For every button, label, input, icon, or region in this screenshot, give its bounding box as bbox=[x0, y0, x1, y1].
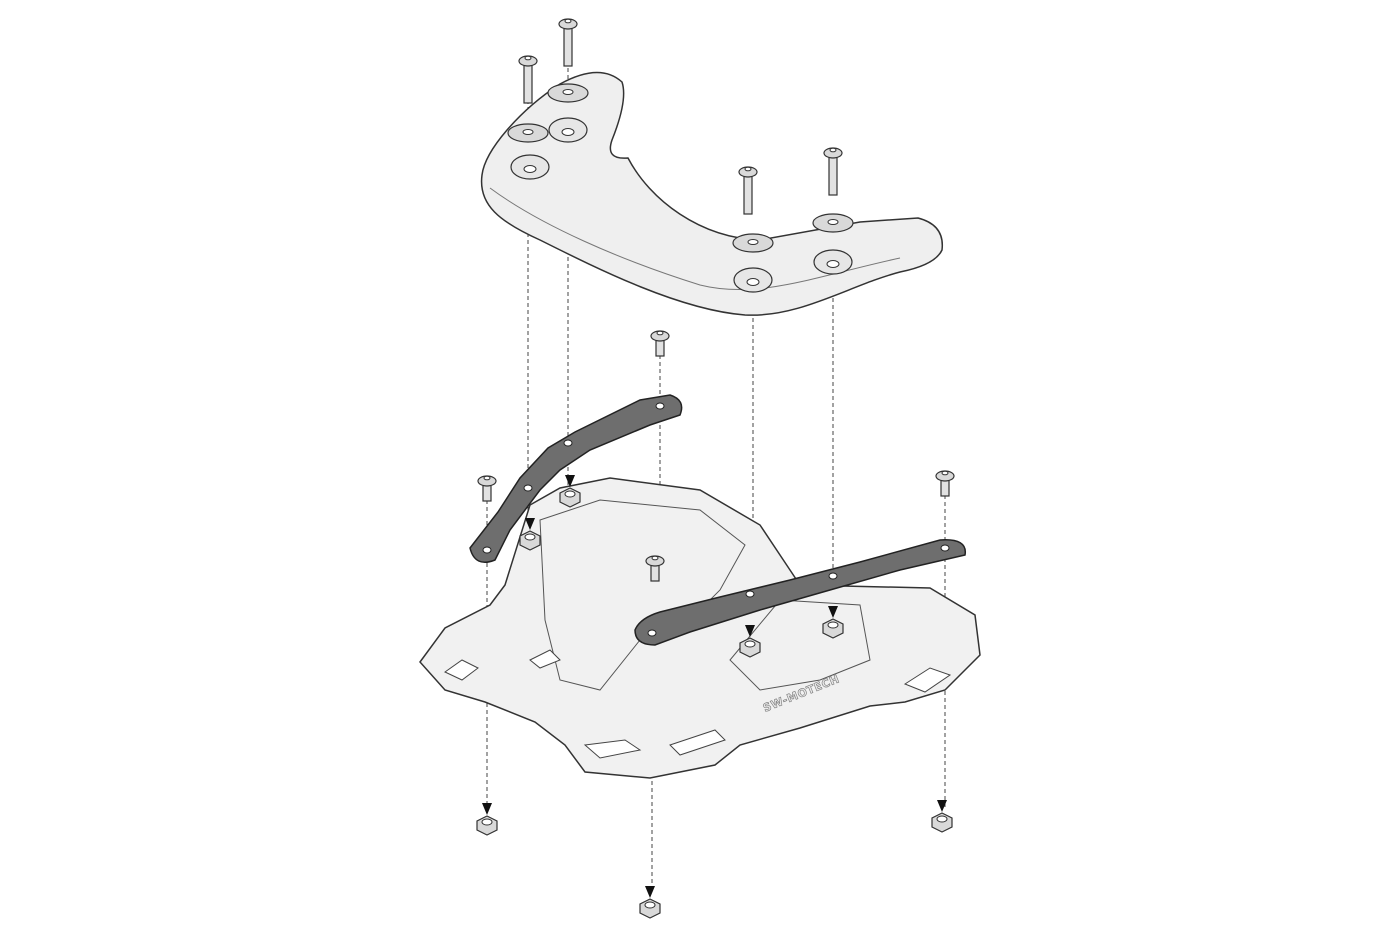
hex-socket-icon bbox=[564, 18, 572, 24]
bolt-shank bbox=[828, 152, 838, 196]
hole bbox=[523, 165, 537, 173]
base-plate-recess-right bbox=[729, 599, 871, 691]
hardware bbox=[476, 18, 955, 919]
nut bbox=[739, 625, 761, 658]
washer-hole bbox=[522, 129, 534, 135]
nut bbox=[476, 803, 498, 836]
washer bbox=[812, 213, 854, 233]
nut-hole bbox=[481, 818, 493, 826]
nut-hole bbox=[936, 815, 948, 823]
nut bbox=[931, 800, 953, 833]
bolt bbox=[650, 330, 670, 357]
hex-socket-icon bbox=[524, 55, 532, 61]
base-plate-slots bbox=[444, 649, 952, 759]
nut bbox=[519, 518, 541, 551]
washer-hole bbox=[562, 89, 574, 95]
arrow-down-icon bbox=[937, 800, 947, 812]
hole bbox=[826, 260, 840, 268]
washer bbox=[507, 123, 549, 143]
bolt-shank bbox=[523, 60, 533, 104]
bolt bbox=[518, 55, 538, 104]
bolt bbox=[477, 475, 497, 502]
adapter-bar-right bbox=[634, 539, 967, 646]
nut bbox=[822, 606, 844, 639]
rack-mount-hole bbox=[733, 267, 773, 293]
hex-socket-icon bbox=[483, 475, 491, 481]
rack-mount-hole bbox=[813, 249, 853, 275]
arrow-down-icon bbox=[565, 475, 575, 487]
washer-hole bbox=[827, 219, 839, 225]
nut-hole bbox=[524, 533, 536, 541]
nut bbox=[559, 475, 581, 508]
top-rack-inner-edge bbox=[489, 187, 901, 291]
washer bbox=[547, 83, 589, 103]
nut-hole bbox=[744, 640, 756, 648]
adapter-bar-left bbox=[469, 394, 683, 563]
top-rack bbox=[480, 71, 944, 316]
bolt bbox=[738, 166, 758, 215]
arrow-down-icon bbox=[482, 803, 492, 815]
hex-socket-icon bbox=[656, 330, 664, 336]
bolt bbox=[645, 555, 665, 582]
nut bbox=[639, 886, 661, 919]
hole bbox=[746, 278, 760, 286]
hex-socket-icon bbox=[744, 166, 752, 172]
bolt bbox=[935, 470, 955, 497]
hex-socket-icon bbox=[829, 147, 837, 153]
bolt bbox=[823, 147, 843, 196]
washer bbox=[732, 233, 774, 253]
washer-hole bbox=[747, 239, 759, 245]
bolt bbox=[558, 18, 578, 67]
arrow-down-icon bbox=[828, 606, 838, 618]
bolt-shank bbox=[563, 23, 573, 67]
nut-hole bbox=[827, 621, 839, 629]
arrow-down-icon bbox=[745, 625, 755, 637]
hole bbox=[561, 128, 575, 136]
rack-mount-hole bbox=[548, 117, 588, 143]
hex-socket-icon bbox=[941, 470, 949, 476]
hex-socket-icon bbox=[651, 555, 659, 561]
adapter-bar-holes bbox=[482, 402, 950, 637]
nut-hole bbox=[644, 901, 656, 909]
rack-mount-hole bbox=[510, 154, 550, 180]
nut-hole bbox=[564, 490, 576, 498]
arrow-down-icon bbox=[645, 886, 655, 898]
arrow-down-icon bbox=[525, 518, 535, 530]
bolt-shank bbox=[743, 171, 753, 215]
